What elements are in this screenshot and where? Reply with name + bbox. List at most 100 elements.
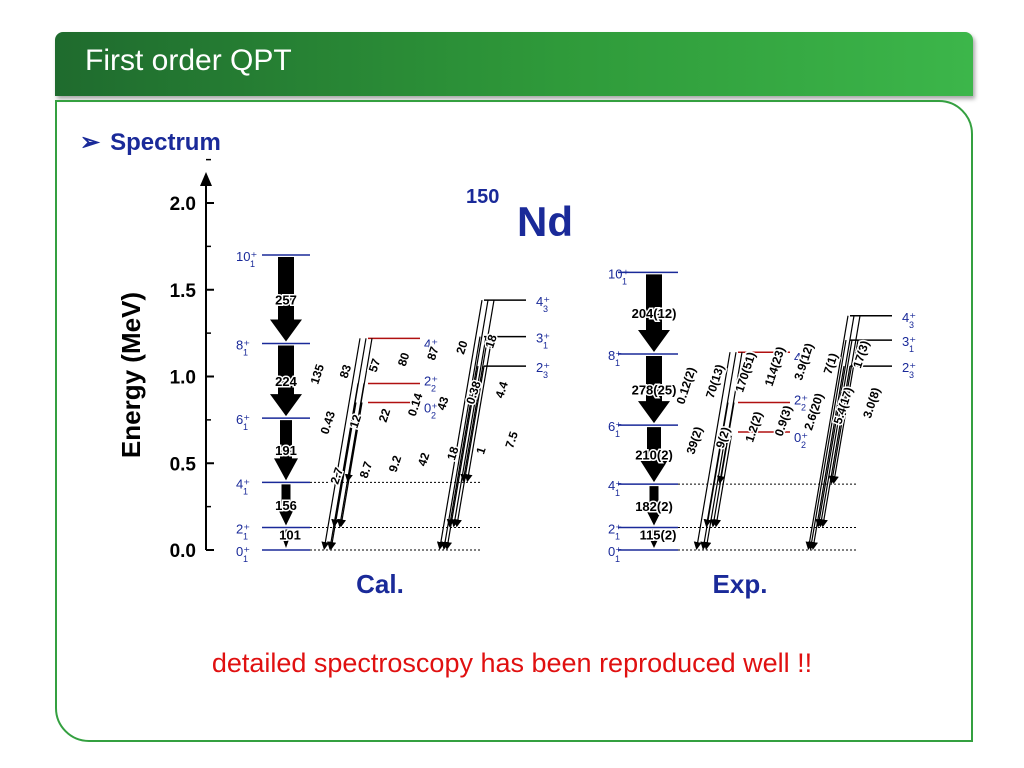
level-subscript: 2 bbox=[431, 346, 436, 356]
level-subscript: 2 bbox=[801, 440, 806, 450]
transition-line bbox=[321, 338, 361, 550]
level-label: 0⁺ bbox=[794, 430, 808, 445]
level-subscript: 3 bbox=[909, 370, 914, 380]
transition-line bbox=[453, 365, 485, 528]
level-label: 2⁺ bbox=[236, 521, 250, 536]
transition-value: 224 bbox=[275, 374, 297, 389]
transition-line bbox=[436, 300, 483, 550]
transition-value: 204(12) bbox=[632, 306, 677, 321]
transition-value: 0.12(2) bbox=[674, 365, 699, 405]
level-subscript: 1 bbox=[243, 531, 248, 541]
level-label: 2⁺ bbox=[794, 393, 808, 408]
transition-arrow bbox=[270, 257, 302, 342]
transition-line bbox=[703, 431, 727, 550]
transition-arrow bbox=[640, 427, 668, 483]
level-label: 8⁺ bbox=[608, 348, 622, 363]
transition-value: 7.5 bbox=[502, 429, 521, 450]
transition-value: 191 bbox=[275, 443, 297, 458]
level-subscript: 1 bbox=[615, 429, 620, 439]
transition-value: 101 bbox=[279, 528, 301, 543]
level-label: 2⁺ bbox=[902, 360, 916, 375]
y-tick-label: 0.0 bbox=[170, 541, 196, 562]
transition-line bbox=[807, 339, 847, 550]
transition-value: 2.7 bbox=[328, 465, 347, 486]
slide-title: First order QPT bbox=[85, 44, 292, 77]
transition-line bbox=[828, 315, 861, 485]
level-label: 6⁺ bbox=[236, 412, 250, 427]
content-frame bbox=[55, 100, 973, 742]
transition-line bbox=[460, 300, 495, 483]
transition-value: 4.4 bbox=[492, 379, 511, 400]
nucleus-mass: 150 bbox=[466, 186, 499, 208]
level-label: 2⁺ bbox=[424, 373, 438, 388]
transition-value: 87 bbox=[424, 345, 442, 362]
title-bar: First order QPT bbox=[55, 32, 973, 96]
transition-line bbox=[441, 336, 481, 550]
transition-value: 20 bbox=[453, 339, 471, 356]
y-tick-label: 2.0 bbox=[170, 194, 196, 215]
transition-value: 18 bbox=[444, 445, 462, 462]
transition-value: 57 bbox=[366, 357, 384, 374]
transition-value: 257 bbox=[275, 292, 297, 307]
level-subscript: 1 bbox=[909, 344, 914, 354]
transition-value: 1 bbox=[473, 445, 488, 456]
transition-line bbox=[464, 336, 493, 483]
transition-arrow bbox=[650, 529, 658, 548]
level-label: 4⁺ bbox=[536, 294, 550, 309]
transition-value: 12 bbox=[347, 413, 365, 430]
transition-value: 115(2) bbox=[640, 528, 677, 543]
transition-value: 210(2) bbox=[635, 448, 673, 463]
level-subscript: 3 bbox=[909, 320, 914, 330]
transition-arrow bbox=[277, 484, 295, 526]
transition-line bbox=[815, 315, 855, 528]
transition-value: 9.2 bbox=[386, 453, 405, 474]
level-subscript: 2 bbox=[431, 383, 436, 393]
transition-line bbox=[450, 336, 487, 528]
transition-value: 18 bbox=[482, 333, 500, 350]
transition-line bbox=[817, 339, 853, 528]
transition-value: 0.43 bbox=[318, 409, 339, 436]
transition-line bbox=[338, 402, 363, 528]
transition-value: 170(51) bbox=[732, 350, 758, 394]
level-subscript: 1 bbox=[622, 276, 627, 286]
transition-arrow bbox=[638, 355, 670, 424]
level-label: 6⁺ bbox=[608, 419, 622, 434]
transition-value: 114(23) bbox=[762, 345, 788, 388]
transition-line bbox=[819, 365, 851, 528]
level-label: 0⁺ bbox=[608, 544, 622, 559]
transition-value: 8.7 bbox=[357, 459, 376, 480]
level-subscript: 3 bbox=[543, 370, 548, 380]
level-label: 4⁺ bbox=[794, 350, 808, 365]
transition-value: 135 bbox=[308, 362, 328, 386]
level-label: 3⁺ bbox=[536, 331, 550, 346]
transition-value: 0.9(3) bbox=[772, 404, 795, 438]
panel-exp: 0⁺12⁺14⁺16⁺18⁺110⁺1204(12)278(25)210(2)1… bbox=[608, 266, 916, 564]
transition-value: 278(25) bbox=[632, 383, 677, 398]
level-subscript: 2 bbox=[431, 411, 436, 421]
level-label: 2⁺ bbox=[536, 360, 550, 375]
level-subscript: 1 bbox=[250, 259, 255, 269]
level-label: 0⁺ bbox=[424, 401, 438, 416]
level-subscript: 1 bbox=[243, 554, 248, 564]
transition-value: 80 bbox=[395, 351, 413, 368]
transition-line bbox=[444, 365, 479, 550]
level-label: 2⁺ bbox=[608, 521, 622, 536]
transition-value: 22 bbox=[376, 407, 394, 424]
level-label: 8⁺ bbox=[236, 338, 250, 353]
level-label: 4⁺ bbox=[424, 336, 438, 351]
transition-line bbox=[446, 300, 489, 528]
panel-label-cal: Cal. bbox=[356, 569, 404, 599]
transition-value: 83 bbox=[337, 363, 355, 380]
panel-cal: 0⁺12⁺14⁺16⁺18⁺110⁺12572241911561010⁺22⁺2… bbox=[236, 249, 550, 564]
panel-label-exp: Exp. bbox=[713, 569, 768, 599]
arrow-bullet-icon: ➢ bbox=[80, 129, 101, 156]
level-subscript: 3 bbox=[543, 304, 548, 314]
level-subscript: 1 bbox=[615, 554, 620, 564]
y-tick-label: 1.0 bbox=[170, 368, 196, 389]
conclusion-caption: detailed spectroscopy has been reproduce… bbox=[211, 648, 813, 678]
transition-line bbox=[810, 365, 845, 550]
transition-line bbox=[830, 339, 859, 485]
level-label: 4⁺ bbox=[608, 478, 622, 493]
transition-value: 39(2) bbox=[684, 425, 706, 456]
transition-arrow bbox=[274, 420, 298, 481]
